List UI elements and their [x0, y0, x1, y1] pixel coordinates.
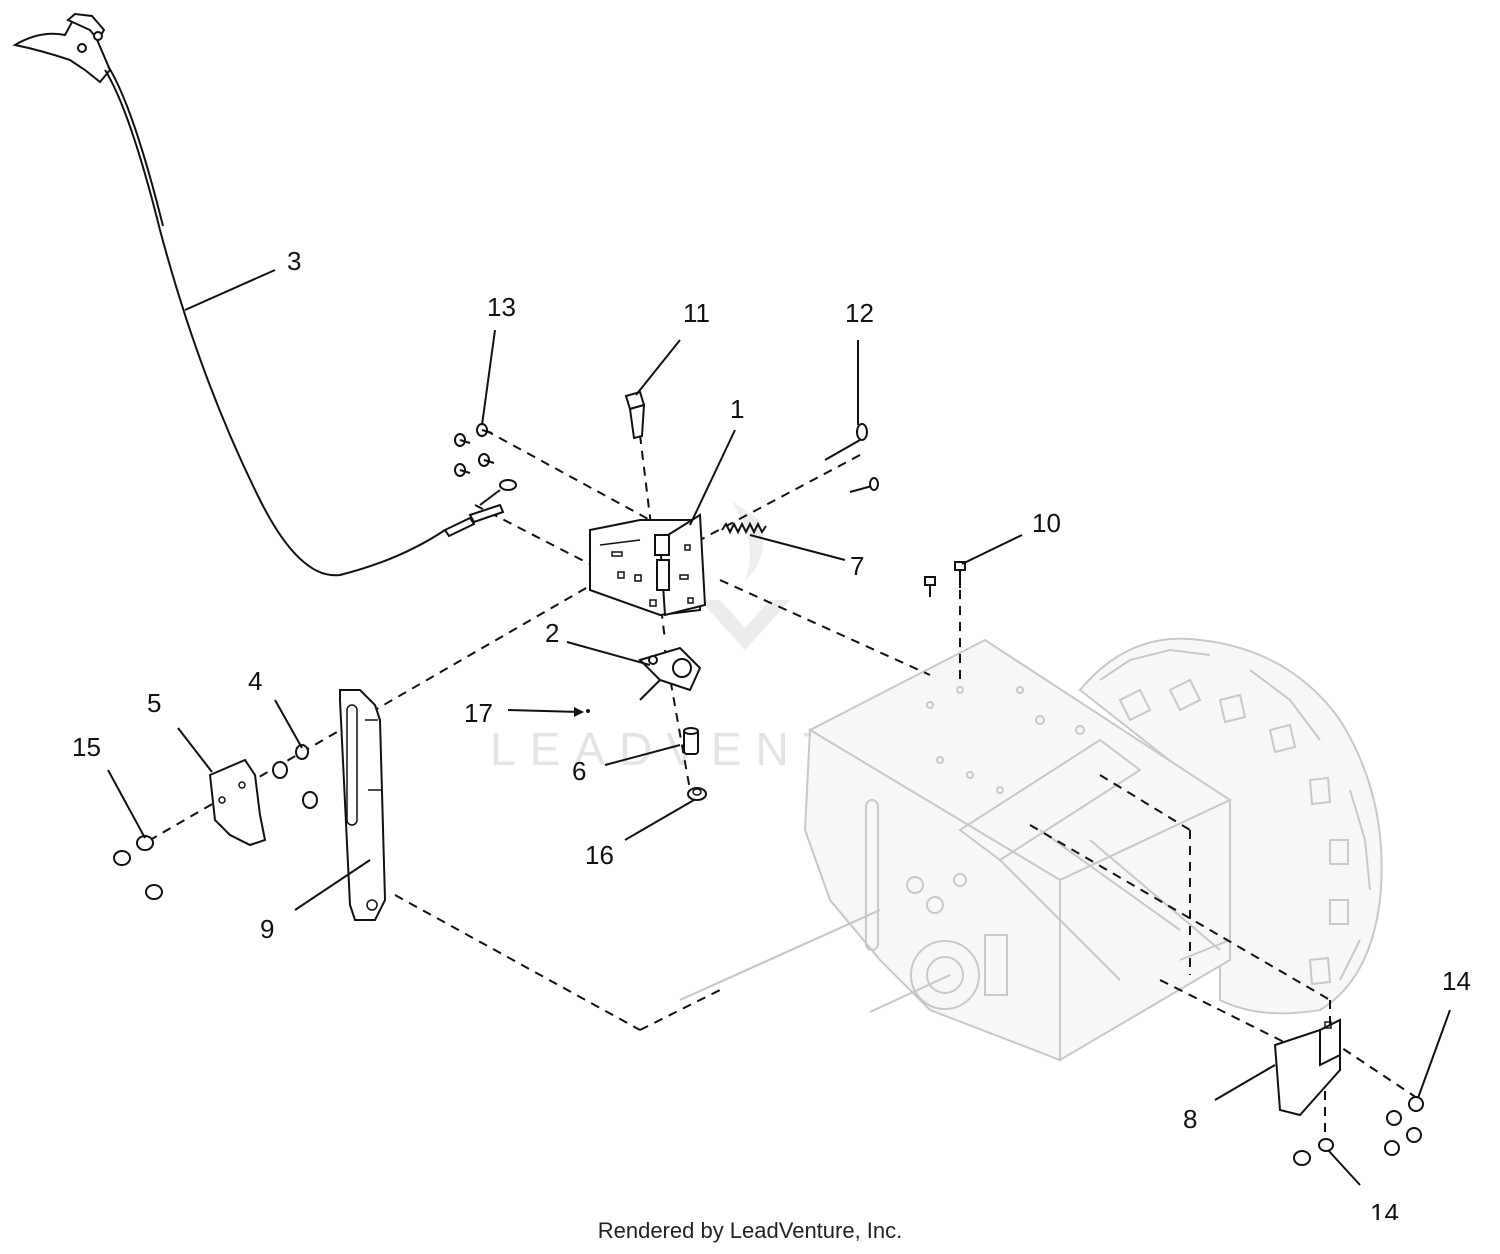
callout-9: 9: [260, 914, 274, 944]
footer-credit: Rendered by LeadVenture, Inc.: [597, 1218, 903, 1243]
callout-16: 16: [585, 840, 614, 870]
callout-12: 12: [845, 298, 874, 328]
callout-11: 11: [683, 298, 710, 328]
bushings: [272, 744, 318, 809]
nuts-15: [113, 835, 163, 900]
auger-housing-ghost: [679, 637, 1383, 1062]
spacer: [683, 727, 699, 755]
callout-7: 7: [850, 551, 864, 581]
callout-5: 5: [147, 688, 161, 718]
bolt-10: [924, 561, 966, 597]
nuts-14: [1293, 1096, 1424, 1166]
callout-15: 15: [72, 732, 101, 762]
callout-6: 6: [572, 756, 586, 786]
callout-labels: 3 1 2 4 5 6 7 8 9 10 11 12 13 14 14 15 1…: [72, 246, 1471, 1220]
nut-16: [687, 787, 707, 801]
screws-13: [454, 423, 495, 477]
cam-lever: [638, 646, 702, 701]
bolt-11: [624, 390, 646, 440]
leader-lines: [107, 269, 1451, 1186]
callout-1: 1: [730, 394, 744, 424]
plate: [208, 758, 267, 847]
callout-13: 13: [487, 292, 516, 322]
control-lever-cable: [12, 12, 517, 577]
spring: [721, 521, 767, 535]
pin: [586, 709, 590, 713]
callout-4: 4: [248, 666, 262, 696]
callout-8: 8: [1183, 1104, 1197, 1134]
bracket-assembly: [589, 513, 707, 617]
callout-14-upper: 14: [1442, 966, 1471, 996]
callout-10: 10: [1032, 508, 1061, 538]
bolt-12: [824, 423, 879, 493]
bracket-8: [1273, 1018, 1341, 1117]
link-bar: [339, 689, 387, 921]
callout-14-lower: 14: [1370, 1198, 1399, 1220]
callout-2: 2: [545, 618, 559, 648]
exploded-view: LEADVENTURE: [12, 12, 1471, 1220]
callout-17: 17: [464, 698, 493, 728]
watermark-logo: [700, 500, 790, 650]
callout-3: 3: [287, 246, 301, 276]
